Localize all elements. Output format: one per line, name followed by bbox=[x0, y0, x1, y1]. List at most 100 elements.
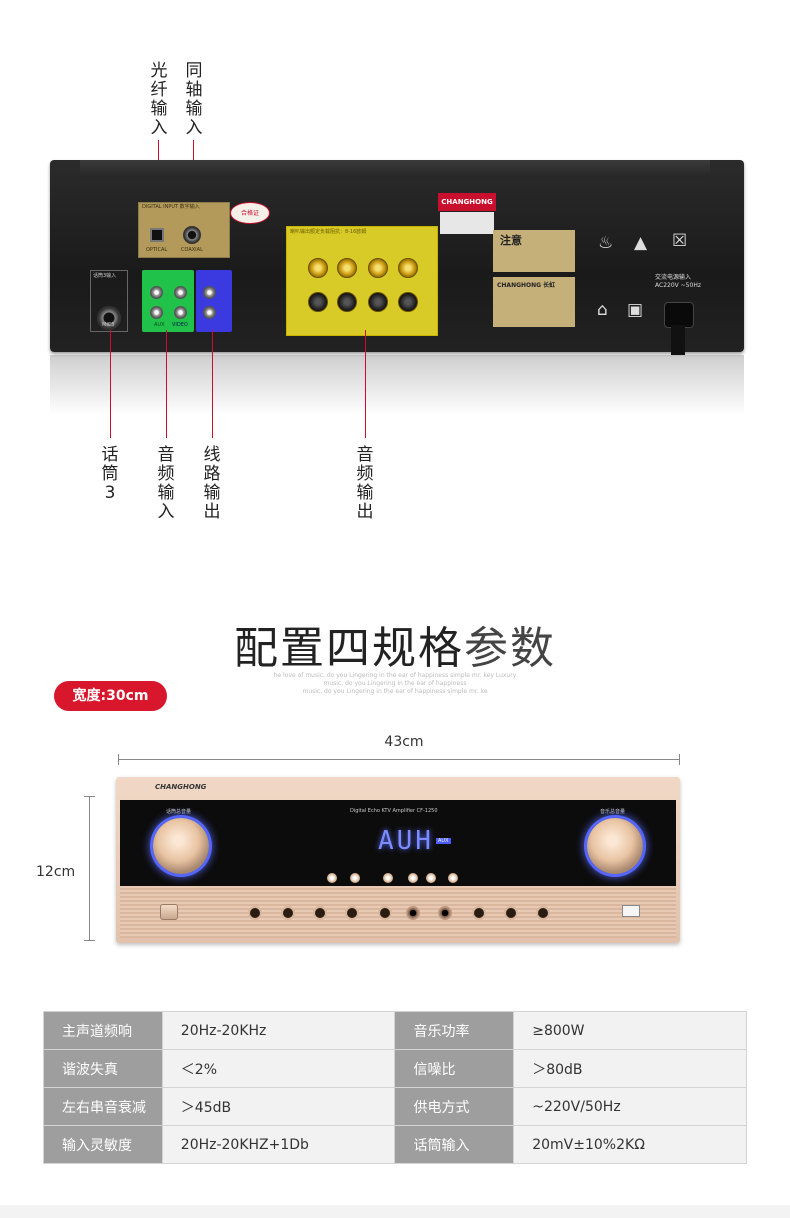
control-button bbox=[474, 908, 484, 918]
callout-line-output: 线路输出 bbox=[203, 445, 221, 522]
mic2-jack bbox=[438, 906, 452, 920]
speaker-post bbox=[368, 292, 388, 312]
amp-brand-logo: CHANGHONG bbox=[155, 783, 207, 791]
control-button bbox=[380, 908, 390, 918]
spec-value: ＞45dB bbox=[161, 1087, 396, 1126]
power-cord bbox=[671, 325, 685, 355]
section-subtitle: he love of music, do you Lingering in th… bbox=[273, 672, 517, 695]
panel-button bbox=[350, 873, 360, 883]
panel-button bbox=[426, 873, 436, 883]
speaker-post bbox=[398, 258, 418, 278]
callout-optical-input: 光纤输入 bbox=[150, 61, 168, 138]
power-inlet bbox=[664, 302, 694, 328]
panel-button bbox=[327, 873, 337, 883]
spec-key: 供电方式 bbox=[394, 1087, 515, 1126]
spec-value: 20mV±10%2KΩ bbox=[513, 1125, 747, 1164]
bottom-divider bbox=[0, 1205, 790, 1218]
rca-jack bbox=[150, 286, 163, 299]
spec-value: ＜2% bbox=[161, 1049, 396, 1088]
brand-sticker: CHANGHONG bbox=[438, 193, 496, 211]
callout-mic3: 话筒3 bbox=[101, 445, 119, 503]
spec-value: ≥800W bbox=[513, 1011, 747, 1050]
double-insulation-icon: ▣ bbox=[627, 300, 644, 320]
spec-key: 信噪比 bbox=[394, 1049, 515, 1088]
mic-volume-knob bbox=[153, 818, 209, 874]
coaxial-label: COAXIAL bbox=[181, 247, 203, 253]
mic3-input-block bbox=[90, 270, 128, 332]
section-title: 配置四规格参数 bbox=[234, 623, 556, 674]
control-button bbox=[250, 908, 260, 918]
speaker-post bbox=[337, 258, 357, 278]
usb-port bbox=[622, 905, 640, 917]
mic3-sub-label: MIC3 bbox=[102, 322, 115, 328]
optical-port bbox=[150, 228, 164, 242]
rca-jack bbox=[174, 306, 187, 319]
rca-jack bbox=[203, 286, 216, 299]
spec-key: 谐波失真 bbox=[43, 1049, 163, 1088]
speaker-post bbox=[368, 258, 388, 278]
spec-key: 主声道频响 bbox=[43, 1011, 163, 1050]
control-button bbox=[315, 908, 325, 918]
spec-key: 左右串音衰减 bbox=[43, 1087, 163, 1126]
power-button bbox=[160, 904, 178, 920]
width-dimension-line bbox=[118, 754, 680, 765]
table-row: 主声道频响 20Hz-20KHz 音乐功率 ≥800W bbox=[43, 1011, 747, 1050]
panel-button bbox=[408, 873, 418, 883]
control-button bbox=[347, 908, 357, 918]
speaker-post bbox=[308, 258, 328, 278]
callout-coaxial-input: 同轴输入 bbox=[185, 61, 203, 138]
chassis-reflection bbox=[50, 355, 744, 415]
speaker-output-block bbox=[286, 226, 438, 336]
callout-line-speaker-out bbox=[365, 330, 366, 438]
amp-model-label: Digital Echo KTV Amplifier CF-1250 bbox=[350, 808, 438, 814]
table-row: 输入灵敏度 20Hz-20KHZ+1Db 话筒输入 20mV±10%2KΩ bbox=[43, 1125, 747, 1164]
speaker-post bbox=[398, 292, 418, 312]
amp-front-panel bbox=[120, 800, 676, 886]
control-button bbox=[538, 908, 548, 918]
speaker-post bbox=[308, 292, 328, 312]
spec-value: ~220V/50Hz bbox=[513, 1087, 747, 1126]
mic3-box-label: 话筒3输入 bbox=[93, 273, 117, 279]
table-row: 谐波失真 ＜2% 信噪比 ＞80dB bbox=[43, 1049, 747, 1088]
spec-value: 20Hz-20KHZ+1Db bbox=[161, 1125, 396, 1164]
speaker-post bbox=[337, 292, 357, 312]
spec-table: 主声道频响 20Hz-20KHz 音乐功率 ≥800W 谐波失真 ＜2% 信噪比… bbox=[43, 1011, 747, 1164]
spec-key: 音乐功率 bbox=[394, 1011, 515, 1050]
aux-label: AUX bbox=[154, 322, 165, 328]
control-button bbox=[283, 908, 293, 918]
indoor-use-icon: ⌂ bbox=[597, 300, 608, 320]
qr-code-sticker bbox=[440, 212, 494, 234]
width-badge: 宽度:30cm bbox=[54, 681, 167, 711]
digital-input-label: DIGITAL INPUT 数字输入 bbox=[142, 204, 200, 210]
table-row: 左右串音衰减 ＞45dB 供电方式 ~220V/50Hz bbox=[43, 1087, 747, 1126]
callout-audio-input: 音频输入 bbox=[157, 445, 175, 522]
rca-jack bbox=[150, 306, 163, 319]
rca-jack bbox=[174, 286, 187, 299]
panel-button bbox=[383, 873, 393, 883]
amp-lower-brushed-panel bbox=[120, 886, 676, 938]
line-output-rca-block bbox=[196, 270, 232, 332]
width-dimension-label: 43cm bbox=[384, 734, 424, 750]
warning-plate bbox=[493, 230, 575, 272]
warning-title: 注意 bbox=[500, 234, 522, 247]
recycle-icon: ▲ bbox=[634, 233, 648, 253]
weee-bin-icon: ☒ bbox=[672, 231, 688, 251]
spec-value: 20Hz-20KHz bbox=[161, 1011, 396, 1050]
callout-line-audio-in bbox=[166, 330, 167, 438]
spec-key: 输入灵敏度 bbox=[43, 1125, 163, 1164]
panel-button bbox=[448, 873, 458, 883]
hot-surface-icon: ♨ bbox=[598, 233, 614, 253]
mic-volume-label: 话筒总音量 bbox=[166, 809, 192, 815]
height-dimension-label: 12cm bbox=[36, 864, 76, 880]
spec-plate-title: CHANGHONG 长虹 bbox=[497, 282, 556, 289]
callout-line-mic3 bbox=[110, 330, 111, 438]
spec-key: 话筒输入 bbox=[394, 1125, 515, 1164]
coaxial-port bbox=[183, 226, 201, 244]
spec-value: ＞80dB bbox=[513, 1049, 747, 1088]
chassis-top-vents bbox=[80, 160, 710, 178]
display-input-tag: AUX bbox=[436, 838, 451, 844]
video-label: VIDEO bbox=[172, 322, 188, 328]
vfd-display: AUH bbox=[378, 826, 434, 856]
spec-plate bbox=[493, 277, 575, 327]
optical-label: OPTICAL bbox=[146, 247, 168, 253]
